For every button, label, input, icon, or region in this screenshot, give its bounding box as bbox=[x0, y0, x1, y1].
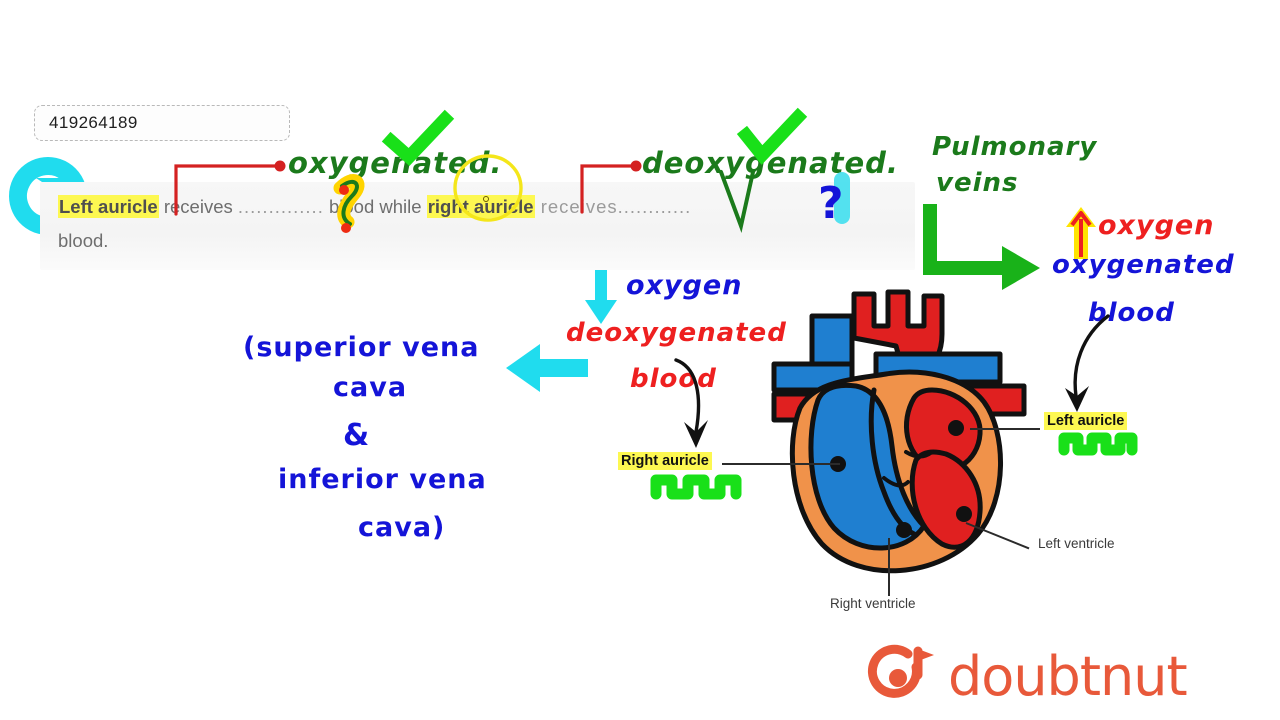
annotation-vena-cava-line5: cava) bbox=[358, 512, 446, 543]
question-mark-annotation: ? bbox=[812, 172, 858, 236]
checkmark-icon-left bbox=[381, 109, 455, 167]
label-left-ventricle: Left ventricle bbox=[1038, 536, 1115, 551]
question-id-text: 419264189 bbox=[49, 113, 138, 132]
mouse-cursor-dot bbox=[483, 196, 489, 202]
pointer-line-right bbox=[578, 156, 658, 214]
dot-left-auricle bbox=[948, 420, 964, 436]
cyan-left-arrow-icon bbox=[500, 338, 590, 398]
annotation-vena-cava-line2: cava bbox=[333, 372, 408, 403]
question-blank-2: receives............ bbox=[534, 196, 692, 217]
annotation-vena-cava-line1: (superior vena bbox=[243, 332, 480, 363]
leader-right-auricle bbox=[722, 463, 840, 465]
yellow-up-arrow-icon bbox=[1064, 205, 1100, 261]
label-right-ventricle: Right ventricle bbox=[830, 596, 916, 611]
question-id-chip[interactable]: 419264189 bbox=[34, 105, 290, 141]
cyan-down-arrow-icon bbox=[582, 268, 620, 326]
heart-anatomy-diagram bbox=[756, 282, 1046, 582]
pointer-line-left bbox=[172, 156, 292, 216]
annotation-pulmonary-veins-line1: Pulmonary bbox=[932, 132, 1098, 162]
curved-arrow-middle bbox=[672, 356, 718, 452]
annotation-oxygenated-blood-line1: oxygenated bbox=[1052, 250, 1235, 280]
checkmark-icon-right bbox=[736, 107, 808, 165]
curved-arrow-right bbox=[1058, 312, 1118, 418]
doubtnut-wordmark: doubtnut bbox=[948, 645, 1188, 708]
squiggle-underline-right-auricle bbox=[650, 472, 746, 502]
question-blank-1: .............. bbox=[237, 196, 324, 217]
cursor-highlight-circle bbox=[451, 152, 525, 224]
label-left-auricle: Left auricle bbox=[1044, 412, 1128, 430]
doubtnut-logo: doubtnut bbox=[867, 644, 1188, 709]
question-line-2: blood. bbox=[58, 230, 109, 251]
svg-text:?: ? bbox=[818, 178, 844, 229]
green-arrow-icon bbox=[916, 198, 1046, 290]
doubtnut-mark-icon bbox=[867, 644, 934, 698]
leader-left-auricle bbox=[970, 428, 1040, 430]
squiggle-underline-left-auricle bbox=[1058, 430, 1140, 458]
question-blank-left-auricle: Left auricle bbox=[58, 195, 159, 218]
label-right-auricle: Right auricle bbox=[618, 452, 712, 470]
annotation-oxygen-blue: oxygen bbox=[626, 270, 743, 301]
strike-mark bbox=[715, 170, 759, 234]
dot-right-ventricle bbox=[896, 522, 912, 538]
annotation-vena-cava-ampersand: & bbox=[343, 418, 371, 453]
question-seg-1: receives bbox=[158, 196, 238, 217]
annotation-pulmonary-veins-line2: veins bbox=[936, 168, 1019, 198]
annotation-deoxygenated-blood-line2: blood bbox=[630, 364, 717, 394]
annotation-deoxygenated-blood-line1: deoxygenated bbox=[566, 318, 787, 348]
dot-left-ventricle bbox=[956, 506, 972, 522]
annotation-vena-cava-line4: inferior vena bbox=[278, 464, 487, 495]
leader-right-ventricle bbox=[888, 538, 890, 596]
annotation-oxygen-red: oxygen bbox=[1098, 210, 1215, 241]
scribble-mark-left bbox=[332, 172, 372, 240]
